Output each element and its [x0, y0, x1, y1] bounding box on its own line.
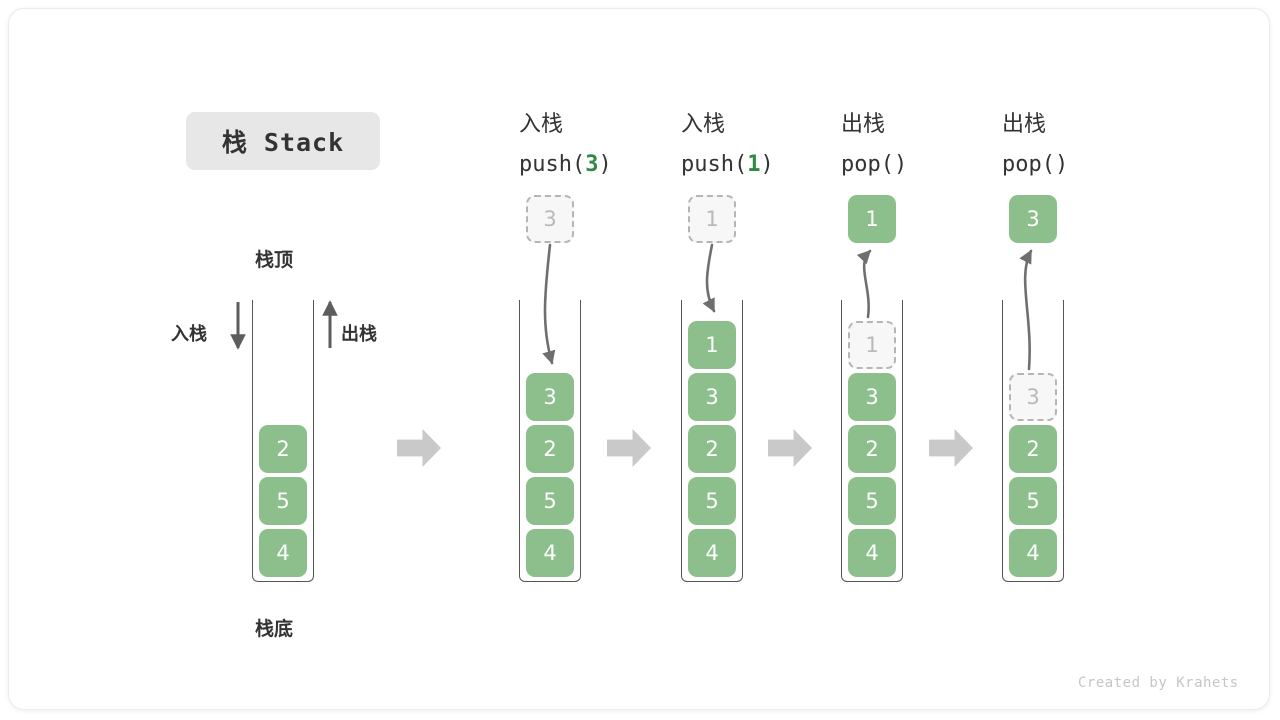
- stack-top-caption: 栈顶: [255, 249, 294, 271]
- step-operation-argument: 3: [585, 152, 599, 177]
- push-side-label: 入栈: [171, 324, 207, 345]
- stack-cell: 3: [848, 373, 896, 421]
- floating-cell: 3: [1009, 195, 1057, 243]
- stack-cell: 3: [526, 373, 574, 421]
- stack-cell: 5: [688, 477, 736, 525]
- title-badge: 栈 Stack: [186, 112, 380, 170]
- stack-container-1: [519, 300, 581, 582]
- step-header-2: 入栈 push(1): [681, 105, 774, 185]
- step-operation-code: push(3): [519, 152, 612, 177]
- stack-container-3: [841, 300, 903, 582]
- step-header-4: 出栈 pop(): [1002, 105, 1068, 185]
- pop-side-label: 出栈: [341, 324, 377, 345]
- step-operation-code: pop(): [1002, 152, 1069, 177]
- stack-cell: 4: [526, 529, 574, 577]
- stack-cell: 2: [526, 425, 574, 473]
- step-operation-code: pop(): [841, 152, 908, 177]
- stack-container-2: [681, 300, 743, 582]
- step-operation-label: 出栈: [1002, 112, 1047, 137]
- stack-cell: 3: [1009, 373, 1057, 421]
- stack-cell: 4: [848, 529, 896, 577]
- floating-cell: 1: [688, 195, 736, 243]
- stack-cell: 4: [1009, 529, 1057, 577]
- watermark: Created by Krahets: [1078, 675, 1239, 691]
- reference-stack-cell: 4: [259, 529, 307, 577]
- stack-cell: 2: [688, 425, 736, 473]
- step-operation-argument: 1: [747, 152, 761, 177]
- stack-cell: 5: [526, 477, 574, 525]
- stack-cell: 5: [848, 477, 896, 525]
- step-operation-code: push(1): [681, 152, 774, 177]
- stack-bottom-caption: 栈底: [255, 618, 294, 640]
- step-operation-label: 入栈: [519, 112, 564, 137]
- step-operation-label: 入栈: [681, 112, 726, 137]
- stack-cell: 2: [1009, 425, 1057, 473]
- floating-cell: 3: [526, 195, 574, 243]
- reference-stack-container: [252, 300, 314, 582]
- stack-container-4: [1002, 300, 1064, 582]
- step-header-1: 入栈 push(3): [519, 105, 612, 185]
- stack-cell: 2: [848, 425, 896, 473]
- floating-cell: 1: [848, 195, 896, 243]
- reference-stack-cell: 2: [259, 425, 307, 473]
- stack-cell: 5: [1009, 477, 1057, 525]
- reference-stack-cell: 5: [259, 477, 307, 525]
- step-operation-label: 出栈: [841, 112, 886, 137]
- step-header-3: 出栈 pop(): [841, 105, 907, 185]
- stack-cell: 1: [688, 321, 736, 369]
- stack-cell: 1: [848, 321, 896, 369]
- stack-cell: 3: [688, 373, 736, 421]
- stack-cell: 4: [688, 529, 736, 577]
